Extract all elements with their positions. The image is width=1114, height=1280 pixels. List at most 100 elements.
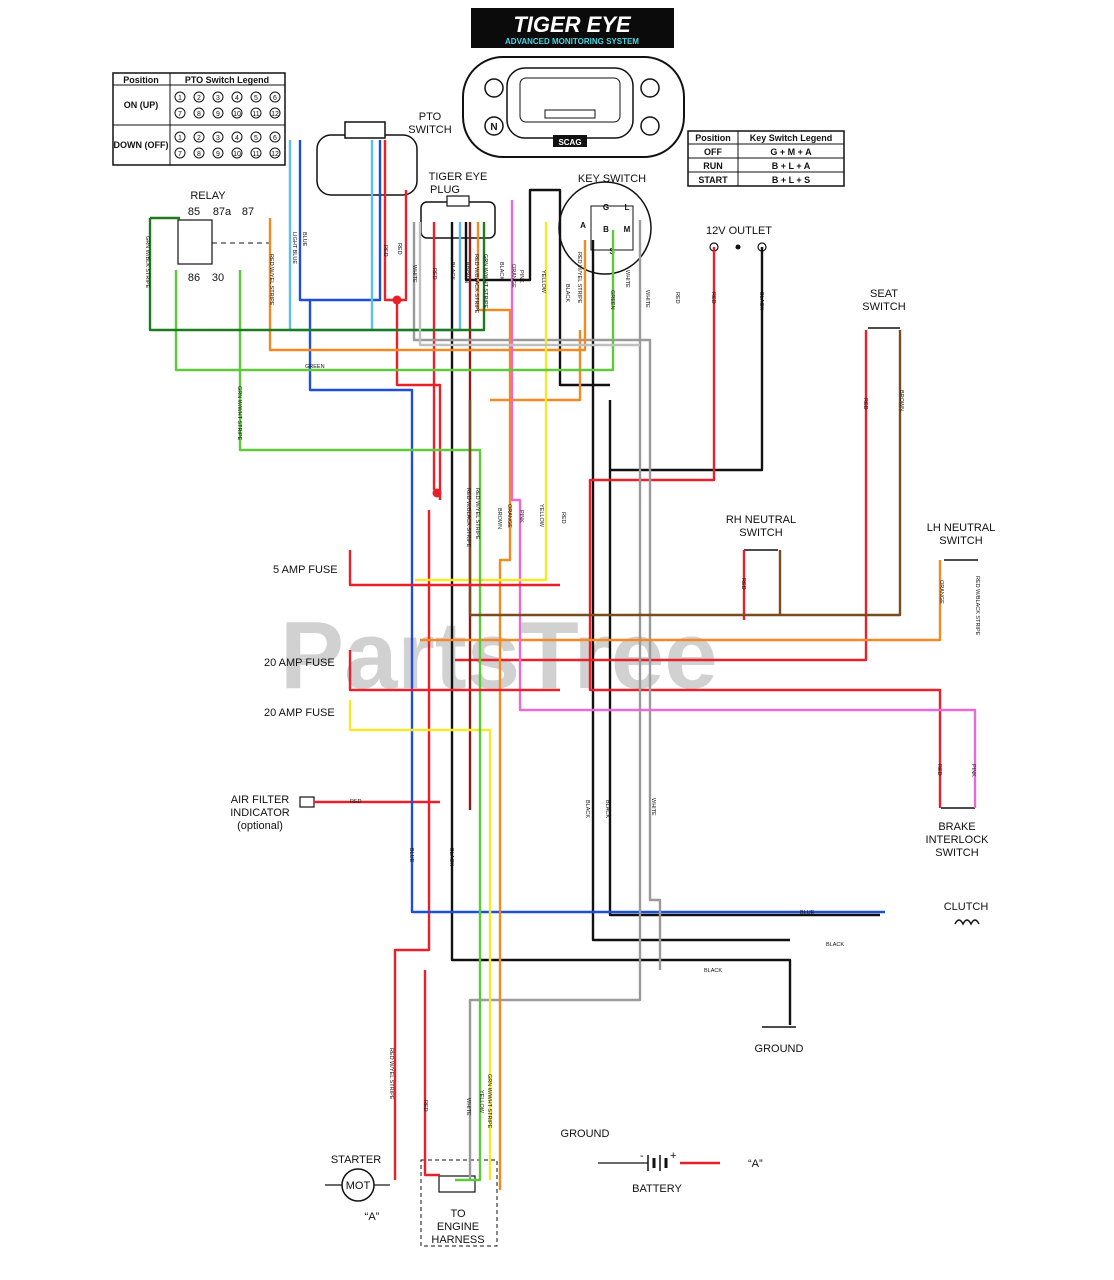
lh-neutral-switch: LH NEUTRAL SWITCH xyxy=(927,522,995,561)
relay: RELAY 85 87a 87 86 30 xyxy=(177,190,270,284)
air-filter-label-2: INDICATOR xyxy=(230,807,290,819)
wire-label-white: WHITE xyxy=(650,798,656,816)
pto-legend-header-title: PTO Switch Legend xyxy=(185,75,269,85)
wire-label-yellow: YELLOW xyxy=(538,504,544,528)
pto-switch-label-1: PTO xyxy=(419,111,442,123)
wire-yellow xyxy=(348,700,492,1180)
wire-label-red-blk: RED W/BLACK STRIPE xyxy=(465,488,471,548)
wire-label-red-blk: RED W/BLACK STRIPE xyxy=(974,576,980,636)
pto-legend-pin: 6 xyxy=(273,95,277,102)
wire-label-red-yel: RED W/YEL STRIPE xyxy=(576,252,582,304)
key-legend-run-value: B + L + A xyxy=(772,161,811,171)
pto-legend-pin: 3 xyxy=(216,95,220,102)
pto-legend-pin: 7 xyxy=(178,151,182,158)
relay-pin-85: 85 xyxy=(188,206,200,218)
relay-pin-30: 30 xyxy=(212,272,224,284)
tiger-eye-logo: TIGER EYE ADVANCED MONITORING SYSTEM xyxy=(471,8,674,48)
tiger-eye-plug: TIGER EYE PLUG xyxy=(420,171,496,239)
wire-label-red-yel: RED W/YEL STRIPE xyxy=(474,488,480,540)
fuse-5-label: 5 AMP FUSE xyxy=(273,564,338,576)
battery-plus: + xyxy=(670,1150,676,1162)
wire-black xyxy=(591,240,790,942)
relay-label: RELAY xyxy=(190,190,226,202)
wire-label-red: RED xyxy=(422,1100,428,1112)
wire-label-black: BLACK xyxy=(604,800,610,818)
pto-legend-header-position: Position xyxy=(123,75,159,85)
wire-pink xyxy=(510,200,977,808)
key-legend-header-position: Position xyxy=(695,133,731,143)
wire-label-blue: BLUE xyxy=(800,910,815,916)
wire-label-grn-wht: GRN W/WHT STRIPE xyxy=(236,386,242,441)
key-legend-start-position: START xyxy=(698,175,728,185)
wire-label-red: RED xyxy=(350,799,362,805)
battery-point-a: “A” xyxy=(748,1158,763,1170)
wires xyxy=(148,140,977,1190)
panel-badge: SCAG xyxy=(558,138,581,147)
wire-label-red-yel: RED W/YEL STRIPE xyxy=(388,1048,394,1100)
key-legend-header-title: Key Switch Legend xyxy=(750,133,833,143)
pto-legend-pin: 9 xyxy=(216,111,220,118)
wire-black xyxy=(450,222,792,1025)
wire-red xyxy=(455,330,868,662)
lh-neutral-label-1: LH NEUTRAL xyxy=(927,522,995,534)
wire-label-red: RED xyxy=(936,764,942,776)
wire-label-black: BLACK xyxy=(498,262,504,280)
wire-brown xyxy=(468,330,902,617)
fuse-20a-label: 20 AMP FUSE xyxy=(264,657,335,669)
key-terminal-A: A xyxy=(580,221,586,230)
pto-legend-pin: 2 xyxy=(197,135,201,142)
wire-black xyxy=(608,400,880,917)
key-legend-start-value: B + L + S xyxy=(772,175,810,185)
wire-label-grn-wht: GRN W/WHT STRIPE xyxy=(482,254,488,309)
key-terminal-G: G xyxy=(603,203,609,212)
wire-dark-green xyxy=(148,216,486,332)
pto-legend-pin: 1 xyxy=(178,95,182,102)
battery-minus: - xyxy=(640,1150,644,1162)
wire-blue xyxy=(298,140,885,914)
svg-text:N: N xyxy=(490,122,497,133)
wire-label-black: BLACK xyxy=(826,942,844,948)
pto-legend-row-on: ON (UP) xyxy=(124,100,159,110)
wire-label-green: GREEN xyxy=(305,364,325,370)
pto-legend-pin: 12 xyxy=(271,151,279,158)
brake-interlock-switch: BRAKE INTERLOCK SWITCH xyxy=(926,807,989,859)
wire-label-pink: PINK xyxy=(970,764,976,777)
wire-label-grn-wht: GRN W/WHT STRIPE xyxy=(486,1074,492,1129)
wire-label-white: WHITE xyxy=(411,265,417,283)
wire-yellow xyxy=(415,222,548,582)
wire-label-red: RED xyxy=(674,292,680,304)
wire-label-blue: BLUE xyxy=(408,848,414,863)
battery: GROUND - + BATTERY “A” xyxy=(561,1128,763,1195)
key-switch-label: KEY SWITCH xyxy=(578,173,646,185)
pto-legend-pin: 10 xyxy=(233,151,241,158)
wire-label-red-blk: RED W/BLACK STRIPE xyxy=(473,254,479,314)
wire-label-red: RED xyxy=(710,292,716,304)
ground-symbol: GROUND xyxy=(755,1026,803,1055)
wire-gray xyxy=(418,222,640,347)
seat-switch-label-1: SEAT xyxy=(870,288,898,300)
tiger-eye-plug-label-1: TIGER EYE xyxy=(429,171,488,183)
wire-label-brown: BROWN xyxy=(463,262,469,283)
tiger-eye-panel: N SCAG xyxy=(462,56,685,158)
wire-label-white: WHITE xyxy=(624,270,630,288)
key-legend-off-position: OFF xyxy=(704,147,722,157)
clutch: CLUTCH xyxy=(944,901,988,926)
key-legend-run-position: RUN xyxy=(703,161,723,171)
relay-pin-87: 87 xyxy=(242,206,254,218)
brake-label-1: BRAKE xyxy=(938,821,975,833)
wire-label-white: WHITE xyxy=(644,290,650,308)
wire-black xyxy=(610,247,764,472)
splice-point xyxy=(432,488,442,498)
wire-label-yellow: YELLOW xyxy=(478,1090,484,1114)
wire-label-red-yel: RED W/YEL STRIPE xyxy=(268,254,274,306)
wire-label-blue: BLUE xyxy=(301,232,307,247)
wire-green xyxy=(174,230,615,372)
wire-white-wire xyxy=(468,220,642,1180)
engine-harness-connector: TO ENGINE HARNESS xyxy=(420,1159,498,1247)
wire-label-black: BLACK xyxy=(584,800,590,818)
pto-switch-label-2: SWITCH xyxy=(408,124,451,136)
pto-legend-pin: 11 xyxy=(252,111,259,118)
key-terminal-B: B xyxy=(603,225,609,234)
